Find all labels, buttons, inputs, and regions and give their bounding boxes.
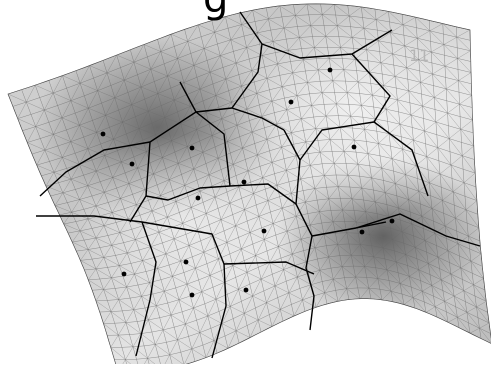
seed-point [244,288,249,293]
seed-point [190,146,195,151]
seed-point [262,229,267,234]
seed-point [101,132,106,137]
page-number: 11 [409,46,429,65]
seed-point [130,162,135,167]
seed-point [328,68,333,73]
seed-point [289,100,294,105]
seed-point [352,145,357,150]
seed-point [184,260,189,265]
seed-point [122,272,127,277]
seed-point [242,180,247,185]
seed-point [196,196,201,201]
seed-point [390,219,395,224]
title-fragment: g [203,0,228,19]
seed-point [190,293,195,298]
seed-point [360,230,365,235]
